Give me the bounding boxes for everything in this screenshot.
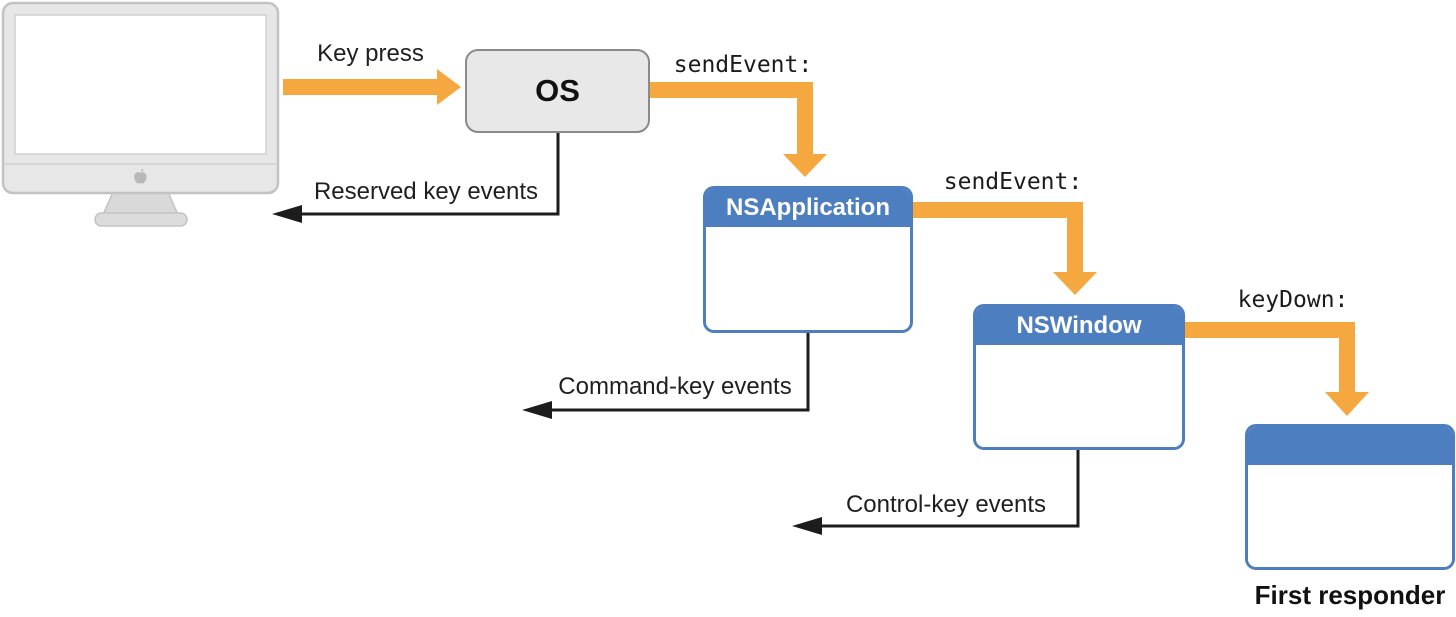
- first-responder-node-body: [1248, 465, 1452, 567]
- monitor-stand-base: [94, 212, 188, 227]
- first-responder-node-titlebar: [1248, 427, 1452, 465]
- first-responder-caption: First responder: [1254, 580, 1446, 610]
- nswindow-node: NSWindow: [973, 304, 1185, 450]
- apple-logo-icon: [134, 168, 147, 184]
- reserved-key-events-arrow: [272, 133, 560, 223]
- key-press-arrow: [283, 69, 461, 105]
- nsapplication-node: NSApplication: [703, 186, 913, 333]
- command-key-events-label: Command-key events: [558, 373, 792, 400]
- nsapplication-node-title: NSApplication: [706, 189, 910, 227]
- nswindow-node-body: [976, 345, 1182, 447]
- os-node-label: OS: [535, 73, 580, 108]
- os-node: OS: [465, 49, 650, 133]
- reserved-key-events-label: Reserved key events: [313, 178, 539, 205]
- imac-monitor-icon: [1, 1, 280, 227]
- command-key-events-arrow: [522, 333, 810, 419]
- key-down-arrow: [1185, 322, 1369, 416]
- key-down-label: keyDown:: [1237, 287, 1349, 313]
- control-key-events-arrow: [792, 450, 1080, 535]
- key-press-label: Key press: [317, 40, 424, 67]
- send-event-arrow-app-to-window: [913, 202, 1097, 295]
- send-event-label-os-to-app: sendEvent:: [673, 52, 813, 78]
- send-event-label-app-to-window: sendEvent:: [943, 169, 1083, 195]
- first-responder-node: [1245, 424, 1455, 570]
- monitor-screen: [14, 14, 267, 155]
- control-key-events-label: Control-key events: [845, 491, 1047, 518]
- nsapplication-node-body: [706, 227, 910, 330]
- send-event-arrow-os-to-app: [649, 82, 827, 177]
- nswindow-node-title: NSWindow: [976, 307, 1182, 345]
